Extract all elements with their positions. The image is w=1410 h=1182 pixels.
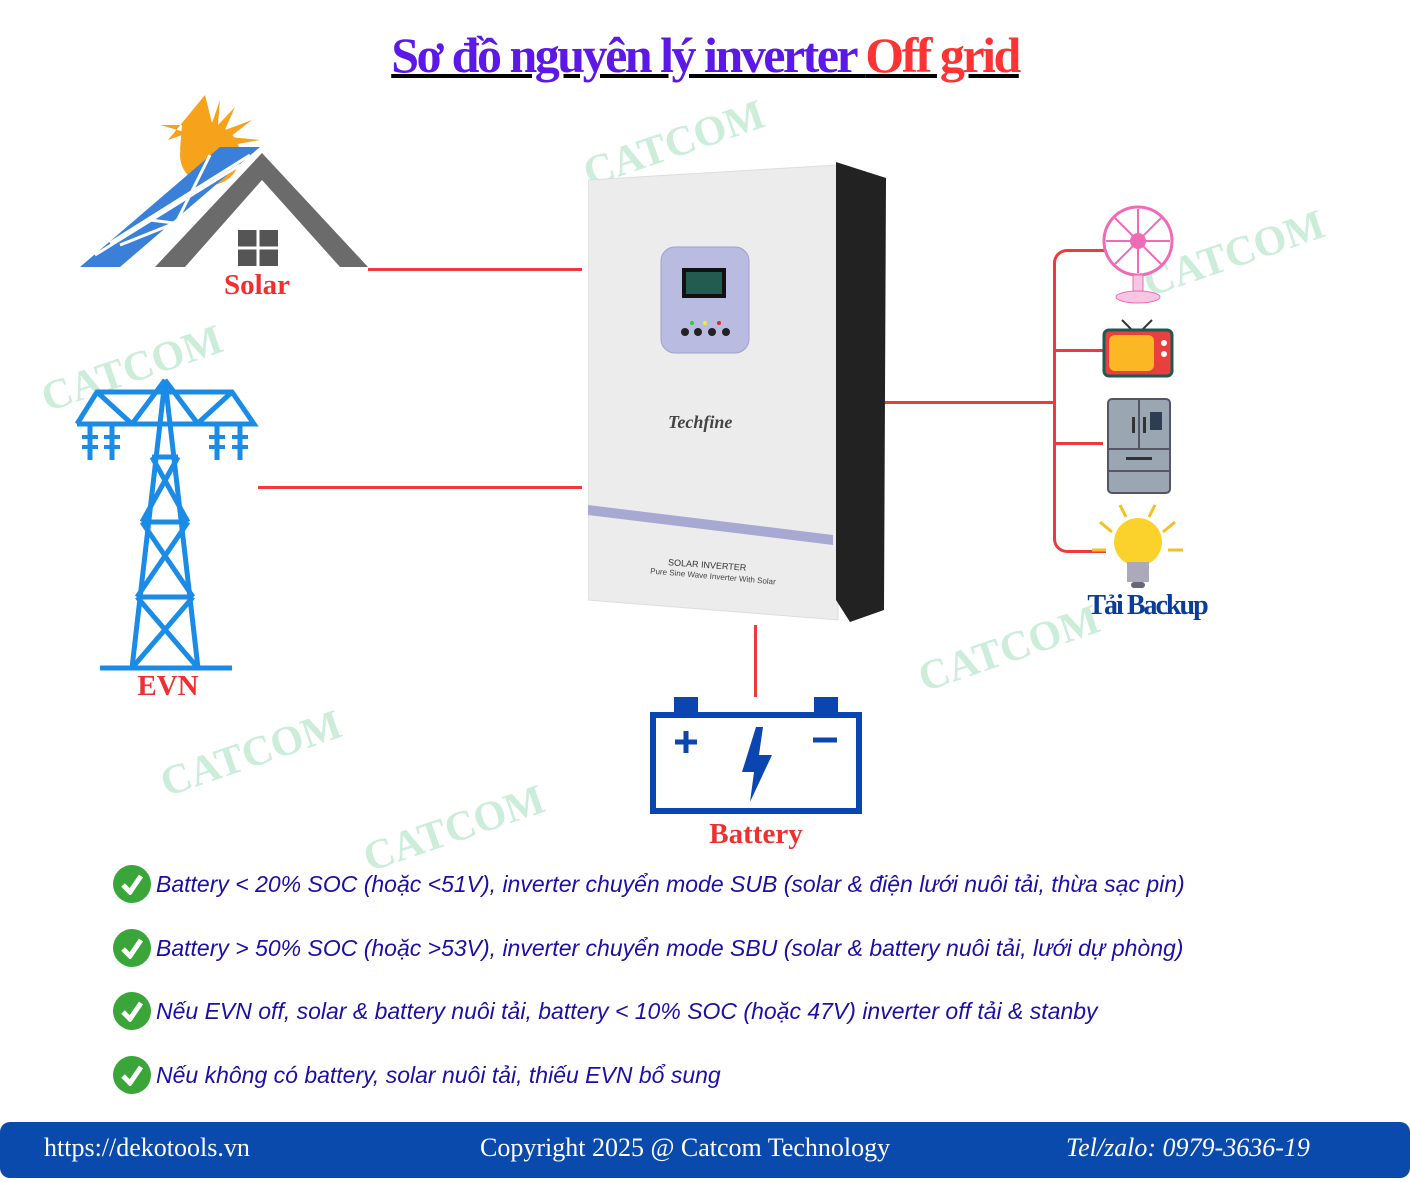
- battery-icon: [650, 697, 862, 814]
- footer: https://dekotools.vn Copyright 2025 @ Ca…: [0, 1122, 1410, 1178]
- load-bus: [1053, 249, 1106, 553]
- battery-label: Battery: [709, 818, 803, 850]
- evn-connection-line: [258, 486, 582, 489]
- page-title: Sơ đồ nguyên lý inverter Off grid: [0, 26, 1410, 84]
- check-icon: [113, 1056, 151, 1094]
- bullet-text: Battery < 20% SOC (hoặc <51V), inverter …: [156, 870, 1185, 897]
- evn-label: EVN: [137, 670, 199, 702]
- inverter-brand: Techfine: [668, 412, 733, 432]
- check-icon: [113, 865, 151, 903]
- load-branch: [1056, 349, 1103, 352]
- refrigerator-icon: [1107, 398, 1171, 494]
- light-bulb-icon: [1092, 504, 1183, 588]
- inverter-device: Techfine SOLAR INVERTER Pure Sine Wave I…: [588, 160, 888, 628]
- watermark: CATCOM: [154, 701, 348, 807]
- load-branch: [1056, 442, 1103, 445]
- bullet-item: Nếu EVN off, solar & battery nuôi tải, b…: [113, 992, 1098, 1030]
- title-main: Sơ đồ nguyên lý inverter: [391, 27, 866, 83]
- power-tower-icon: [74, 378, 259, 671]
- check-icon: [113, 929, 151, 967]
- footer-copyright: Copyright 2025 @ Catcom Technology: [480, 1133, 891, 1162]
- bullet-item: Battery < 20% SOC (hoặc <51V), inverter …: [113, 865, 1185, 903]
- bullet-item: Battery > 50% SOC (hoặc >53V), inverter …: [113, 929, 1183, 967]
- solar-roof-icon: [80, 95, 368, 269]
- check-icon: [113, 992, 151, 1030]
- solar-label: Solar: [223, 269, 291, 301]
- fan-icon: [1102, 205, 1174, 304]
- loads-label: Tải Backup: [1087, 590, 1208, 621]
- bullet-item: Nếu không có battery, solar nuôi tải, th…: [113, 1056, 721, 1094]
- bullet-text: Nếu EVN off, solar & battery nuôi tải, b…: [156, 997, 1098, 1024]
- watermark: CATCOM: [912, 596, 1106, 702]
- tv-icon: [1102, 319, 1174, 378]
- bullet-text: Nếu không có battery, solar nuôi tải, th…: [156, 1061, 721, 1088]
- title-highlight: Off grid: [865, 27, 1021, 83]
- load-connection-line: [885, 401, 1055, 404]
- inverter-body: [588, 162, 886, 622]
- footer-website-link[interactable]: https://dekotools.vn: [44, 1133, 250, 1162]
- solar-connection-line: [368, 268, 582, 271]
- battery-connection-line: [754, 625, 757, 697]
- bullet-text: Battery > 50% SOC (hoặc >53V), inverter …: [156, 934, 1184, 961]
- footer-contact: Tel/zalo: 0979-3636-19: [1066, 1133, 1310, 1162]
